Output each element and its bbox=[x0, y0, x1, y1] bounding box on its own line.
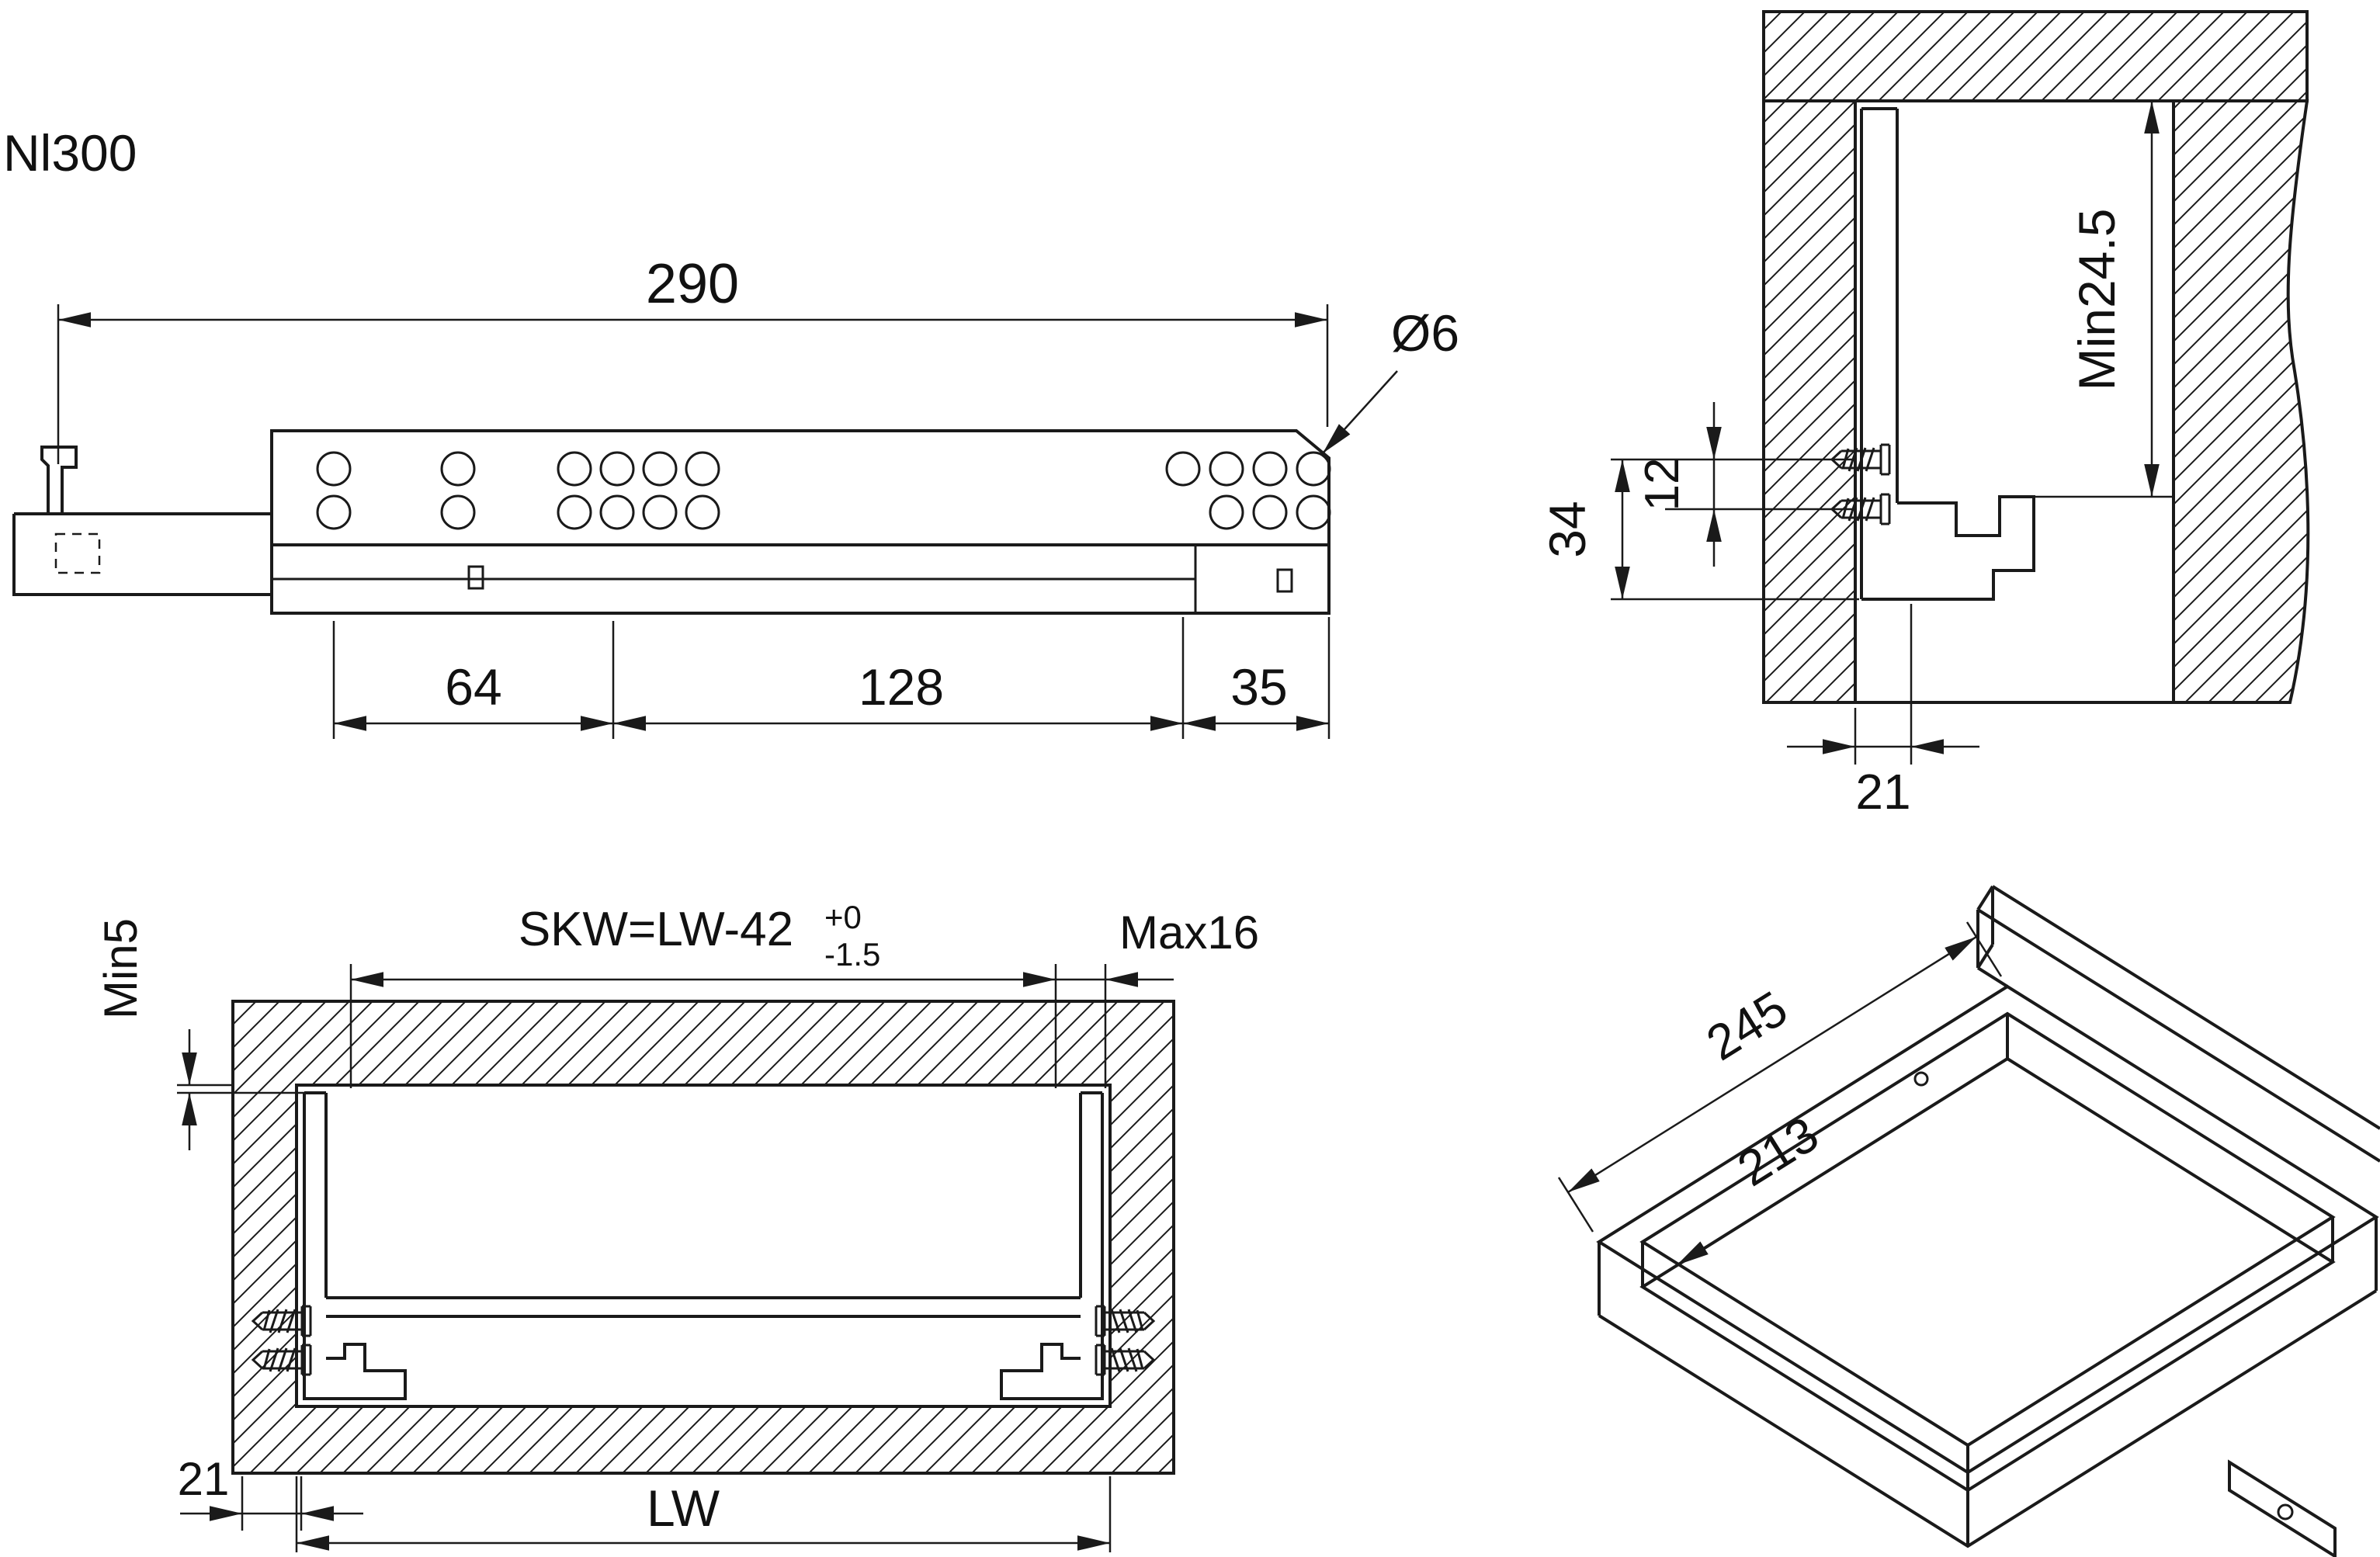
dim-skw-tol-lower: -1.5 bbox=[824, 936, 880, 973]
dim-screw-spacing-label: 12 bbox=[1636, 458, 1689, 511]
dim-total-length-label: 290 bbox=[646, 253, 739, 315]
dim-skw-label: SKW=LW-42 bbox=[519, 903, 793, 956]
drawer-box bbox=[1596, 885, 2380, 1557]
runner-section bbox=[1860, 107, 2035, 601]
front-section-view: SKW=LW-42 +0 -1.5 Max16 Min5 21 LW bbox=[95, 899, 1259, 1552]
dim-side-offset-label: 21 bbox=[178, 1453, 230, 1505]
runner-right-profile bbox=[1000, 1343, 1104, 1400]
dim-hole-diameter: Ø6 bbox=[1322, 304, 1459, 454]
dim-top-gap: Min5 bbox=[95, 918, 304, 1150]
latch-mark-front bbox=[467, 565, 484, 590]
screw-hole-back bbox=[1913, 1071, 1929, 1087]
dim-setback-label: 21 bbox=[1855, 764, 1910, 820]
front-panel-end bbox=[2228, 1459, 2337, 1557]
isometric-view: 245 213 bbox=[1557, 885, 2380, 1557]
dim-inner-width: LW bbox=[295, 1476, 1112, 1552]
installation-section-view: 34 12 Min24.5 21 bbox=[1539, 10, 2310, 820]
mounting-holes bbox=[316, 451, 1331, 530]
hidden-detail bbox=[54, 532, 101, 574]
dim-skw: SKW=LW-42 +0 -1.5 bbox=[349, 899, 1057, 1088]
dim-inner-depth: 213 bbox=[1676, 1106, 1926, 1267]
drawer-section bbox=[303, 1091, 1104, 1400]
model-title: Nl300 bbox=[3, 124, 137, 182]
cabinet-top-panel bbox=[1762, 10, 2309, 102]
dim-setback: 21 bbox=[1787, 604, 1979, 820]
dim-mounting-height-label: 34 bbox=[1539, 501, 1596, 557]
dim-min-clearance: Min24.5 bbox=[2034, 101, 2175, 498]
dim-min-clearance-label: Min24.5 bbox=[2068, 209, 2125, 391]
dim-spacing-rear-label: 35 bbox=[1230, 658, 1287, 716]
cabinet-frame-section bbox=[231, 1000, 1175, 1475]
drawer-side-section bbox=[2172, 99, 2310, 704]
dim-panel-thickness: Max16 bbox=[1056, 907, 1259, 1088]
cabinet-side-panel bbox=[1762, 99, 1857, 704]
dim-mounting-height: 34 bbox=[1539, 458, 1859, 601]
dim-panel-thickness-label: Max16 bbox=[1119, 907, 1259, 959]
dim-inner-depth-label: 213 bbox=[1728, 1106, 1828, 1198]
dim-runner-length: 245 bbox=[1557, 921, 2003, 1233]
dim-top-gap-label: Min5 bbox=[95, 918, 147, 1019]
dim-hole-spacings: 64 128 35 bbox=[332, 617, 1331, 739]
dim-side-offset: 21 bbox=[178, 1453, 363, 1531]
runner-profile bbox=[12, 429, 1331, 615]
dim-inner-width-label: LW bbox=[647, 1479, 720, 1537]
dim-screw-spacing: 12 bbox=[1636, 402, 1855, 567]
latch-mark-rear bbox=[1276, 568, 1293, 593]
dim-total-length: 290 bbox=[57, 253, 1329, 464]
dim-hole-diameter-label: Ø6 bbox=[1391, 304, 1459, 362]
side-view: Nl300 290 bbox=[3, 124, 1459, 739]
dim-skw-tol-upper: +0 bbox=[824, 899, 862, 935]
runner-left-profile bbox=[303, 1343, 407, 1400]
dim-spacing-front-label: 64 bbox=[445, 658, 501, 716]
dim-spacing-middle-label: 128 bbox=[859, 658, 944, 716]
screw-hole-front bbox=[2277, 1503, 2294, 1521]
